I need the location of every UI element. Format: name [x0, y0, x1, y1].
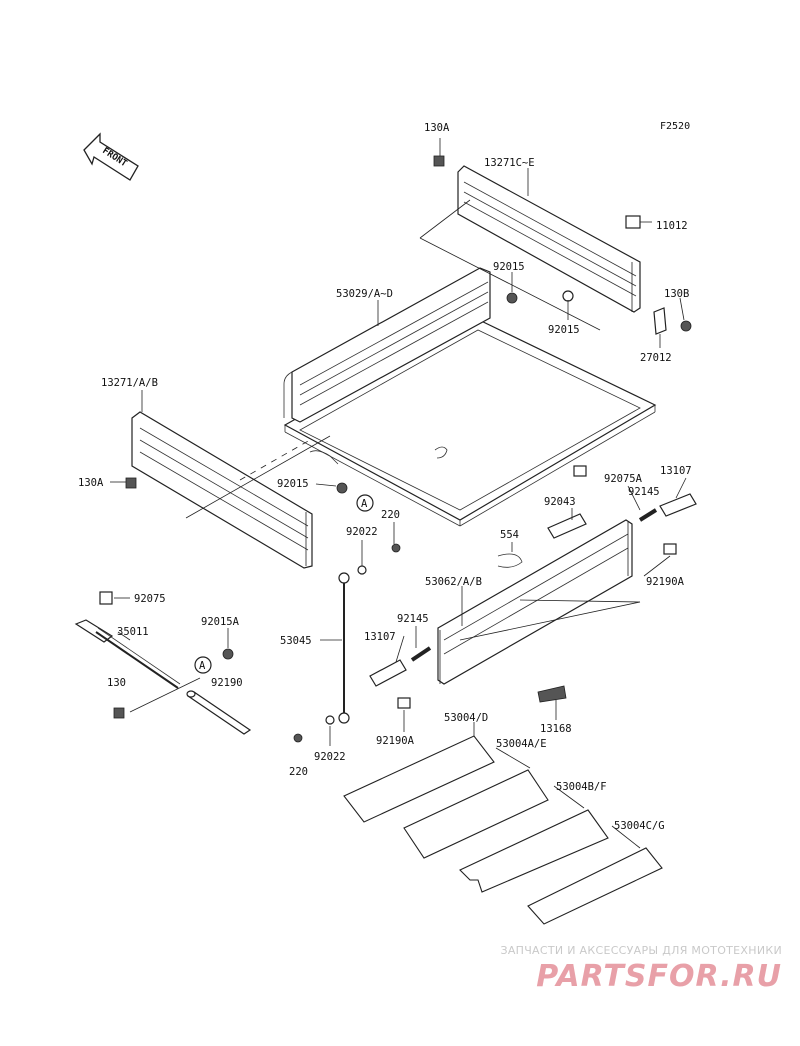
tailgate: [437, 519, 641, 685]
callout-92075: 92075: [134, 593, 166, 605]
callout-92075a: 92075A: [604, 473, 643, 485]
clip-554: [497, 553, 523, 568]
callout-27012: 27012: [640, 352, 672, 364]
callout-220-top: 220: [381, 509, 400, 521]
bolt-220-bottom: [293, 733, 303, 743]
callout-92190: 92190: [211, 677, 243, 689]
nut-92015a: [222, 648, 234, 660]
callout-53004cg: 53004C/G: [614, 820, 665, 832]
mat-53004d: [343, 735, 495, 823]
callout-13271-ab: 13271/A/B: [101, 377, 158, 389]
spring-92145-right: [638, 508, 658, 522]
callout-53029: 53029/A~D: [336, 288, 393, 300]
callout-13107-left: 13107: [364, 631, 396, 643]
part-13168: [537, 685, 567, 703]
nut-92015-c: [336, 482, 348, 494]
callout-92015-mid: 92015: [548, 324, 580, 336]
callout-130-bottom: 130: [107, 677, 126, 689]
callout-92043: 92043: [544, 496, 576, 508]
callout-92190a-left: 92190A: [376, 735, 415, 747]
callout-53004ae: 53004A/E: [496, 738, 547, 750]
bolt-130b: [680, 320, 692, 332]
mat-53004bf: [459, 809, 609, 893]
spring-92145-left: [410, 646, 432, 662]
right-side-panel: [419, 165, 641, 331]
bolt-220-top: [391, 543, 401, 553]
ref-marker-a-upper: [356, 494, 374, 512]
latch-rod: [74, 619, 181, 689]
pin-13107-right: [659, 493, 697, 517]
callout-130b: 130B: [664, 288, 689, 300]
callout-a-upper: A: [361, 498, 368, 510]
pin-13107-left: [369, 659, 407, 687]
mat-53004cg: [527, 847, 663, 925]
callout-13271c-e: 13271C~E: [484, 157, 535, 169]
watermark: ЗАПЧАСТИ И АКСЕССУАРЫ ДЛЯ МОТОТЕХНИКИ PA…: [500, 944, 782, 994]
callout-92015a: 92015A: [201, 616, 240, 628]
callout-53004bf: 53004B/F: [556, 781, 607, 793]
cargo-bed-floor: [283, 317, 657, 527]
part-92075a: [573, 465, 587, 477]
callout-92145-left: 92145: [397, 613, 429, 625]
watermark-logo: PARTSFOR.RU: [536, 959, 782, 994]
pin-92190a-right: [663, 543, 677, 555]
callout-130a-top: 130A: [424, 122, 450, 134]
bolt-130-bottom: [113, 707, 125, 719]
bolt-130a-top: [433, 155, 445, 167]
mat-53004ae: [403, 769, 549, 859]
ref-marker-a-lower: [194, 656, 212, 674]
callout-92190a-right: 92190A: [646, 576, 685, 588]
callout-13168: 13168: [540, 723, 572, 735]
left-side-panel: [131, 411, 331, 569]
callout-92022-bottom: 92022: [314, 751, 346, 763]
nut-92015-b: [562, 290, 574, 302]
callout-554: 554: [500, 529, 519, 541]
callout-92015-left: 92015: [277, 478, 309, 490]
front-panel: [283, 267, 491, 423]
callout-92015-top: 92015: [493, 261, 525, 273]
callout-11012: 11012: [656, 220, 688, 232]
part-92075: [99, 591, 113, 605]
cap-11012: [625, 215, 641, 229]
callout-35011: 35011: [117, 626, 149, 638]
leader-lines: [110, 138, 687, 849]
figure-id: F2520: [660, 121, 690, 132]
pin-92190: [186, 690, 252, 735]
callout-53062: 53062/A/B: [425, 576, 482, 588]
pin-92190a-left: [397, 697, 411, 709]
callout-a-lower: A: [199, 660, 206, 672]
callout-53045: 53045: [280, 635, 312, 647]
front-arrow-icon: FRONT: [83, 132, 139, 181]
callout-53004d: 53004/D: [444, 712, 488, 724]
bolt-130a-left: [125, 477, 137, 489]
hardware: [99, 155, 697, 743]
callout-92145-right: 92145: [628, 486, 660, 498]
callout-130a-left: 130A: [78, 477, 104, 489]
check-cable: [325, 565, 367, 725]
bracket-27012: [653, 307, 667, 335]
callout-92022-top: 92022: [346, 526, 378, 538]
callout-220-bottom: 220: [289, 766, 308, 778]
pin-92043: [547, 513, 587, 539]
floor-mats: [343, 735, 663, 925]
callout-13107-right: 13107: [660, 465, 692, 477]
nut-92015-a: [506, 292, 518, 304]
watermark-tagline: ЗАПЧАСТИ И АКСЕССУАРЫ ДЛЯ МОТОТЕХНИКИ: [500, 944, 782, 957]
